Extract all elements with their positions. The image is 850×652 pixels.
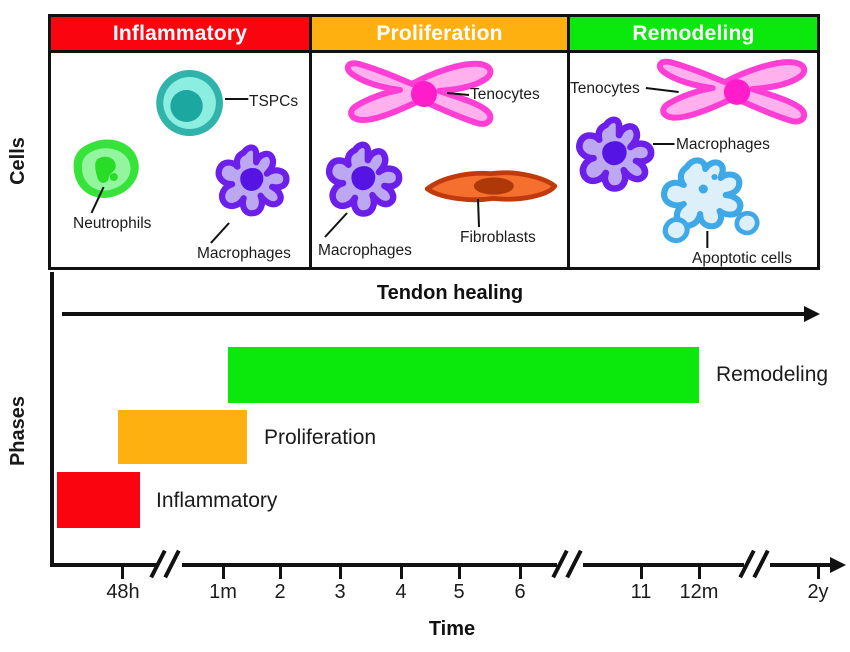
fibroblast-cell-icon: [427, 173, 555, 200]
time-axis-label: Time: [428, 618, 476, 640]
inflammatory-phase-bar: [57, 472, 140, 528]
tick-label-12m: 12m: [679, 581, 719, 603]
tick-label-48h: 48h: [106, 581, 140, 603]
tick-4: [400, 567, 403, 579]
tick-12m: [698, 567, 701, 579]
apoptotic-cells-label: Apoptotic cells: [692, 250, 792, 267]
cells-panel-box: Inflammatory TSPCs Neutrophils Macrophag…: [48, 14, 820, 270]
tenocyte-cell-icon: [660, 62, 804, 122]
neutrophils-label: Neutrophils: [73, 215, 152, 232]
panel-header-proliferation: Proliferation: [312, 17, 567, 53]
tick-label-5: 5: [453, 581, 465, 603]
tspc-cell-icon: [156, 70, 223, 136]
tick-label-4: 4: [395, 581, 407, 603]
tendon-healing-title: Tendon healing: [376, 282, 524, 304]
tendon-healing-arrow-line: [62, 312, 806, 316]
remodeling-cells-illustration: [570, 53, 817, 248]
macrophage-cell-icon: [329, 145, 399, 214]
tick-label-2: 2: [274, 581, 286, 603]
phases-y-axis: [50, 272, 54, 567]
tick-3: [339, 567, 342, 579]
panel-header-remodeling: Remodeling: [570, 17, 817, 53]
macrophage-leader-line: [210, 222, 230, 244]
panel-proliferation: Proliferation Tenocytes Macrophages Fibr…: [309, 17, 570, 267]
macrophages-label: Macrophages: [318, 242, 412, 259]
tick-label-1m: 1m: [209, 581, 237, 603]
apoptotic-fragment-icon: [737, 213, 757, 233]
apoptotic-cell-icon: [664, 160, 740, 226]
neutrophil-leader-line: [90, 186, 105, 214]
tick-label-2y: 2y: [807, 581, 829, 603]
proliferation-cells-illustration: [324, 53, 567, 238]
macrophages-label: Macrophages: [676, 136, 770, 153]
apoptotic-fragment-icon: [665, 220, 687, 241]
remodeling-phase-bar: [228, 347, 699, 403]
panel-header-inflammatory: Inflammatory: [51, 17, 309, 53]
tick-label-6: 6: [514, 581, 526, 603]
tenocyte-leader-line: [446, 92, 470, 96]
fibroblasts-label: Fibroblasts: [460, 229, 536, 246]
panel-body-inflammatory: TSPCs Neutrophils Macrophages: [51, 53, 309, 267]
tenocytes-label: Tenocytes: [570, 80, 640, 97]
tick-label-3: 3: [334, 581, 346, 603]
time-axis-arrowhead-icon: [830, 557, 846, 573]
proliferation-phase-bar: [118, 410, 247, 464]
macrophage-leader-line: [324, 212, 348, 238]
tick-48h: [121, 567, 124, 579]
tendon-healing-arrowhead-icon: [804, 306, 820, 322]
cells-row-label: Cells: [7, 137, 29, 185]
macrophage-cell-icon: [579, 120, 651, 189]
fibroblast-leader-line: [477, 198, 480, 228]
inflammatory-cells-illustration: [73, 70, 309, 244]
tenocyte-leader-line: [645, 87, 679, 93]
neutrophil-cell-icon: [73, 139, 139, 198]
tick-1m: [222, 567, 225, 579]
panel-body-remodeling: Tenocytes Macrophages Apoptotic cells: [570, 53, 817, 267]
panel-body-proliferation: Tenocytes Macrophages Fibroblasts: [312, 53, 567, 267]
macrophage-cell-icon: [219, 148, 287, 214]
tick-6: [519, 567, 522, 579]
phases-row-label: Phases: [7, 395, 29, 467]
macrophages-label: Macrophages: [197, 245, 291, 262]
tick-label-11: 11: [630, 581, 652, 603]
tick-5: [458, 567, 461, 579]
remodeling-bar-label: Remodeling: [716, 363, 829, 386]
tick-2y: [817, 567, 820, 579]
panel-inflammatory: Inflammatory TSPCs Neutrophils Macrophag…: [51, 17, 309, 267]
tick-11: [640, 567, 643, 579]
tenocytes-label: Tenocytes: [470, 86, 540, 103]
proliferation-bar-label: Proliferation: [264, 426, 377, 449]
time-x-axis: [50, 563, 832, 567]
tick-2: [279, 567, 282, 579]
inflammatory-bar-label: Inflammatory: [156, 489, 278, 512]
tspc-label: TSPCs: [249, 93, 299, 110]
tenocyte-cell-icon: [348, 63, 491, 124]
panel-remodeling: Remodeling Tenocytes Macrophages Apoptot…: [570, 17, 817, 267]
